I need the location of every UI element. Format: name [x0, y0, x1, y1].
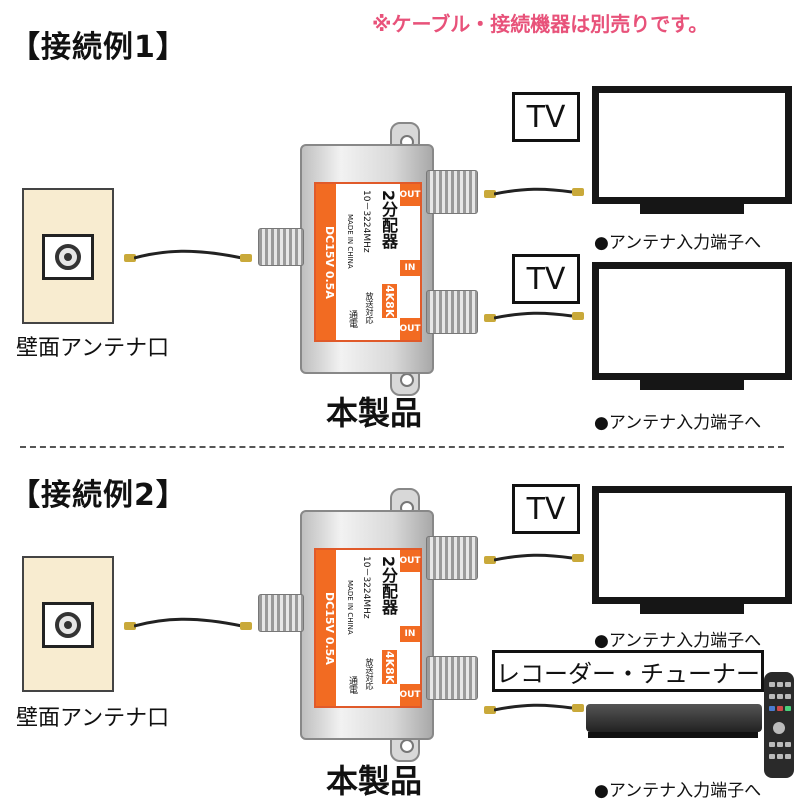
- antenna-input-caption: ●アンテナ入力端子へ: [594, 413, 762, 433]
- out-label: OUT: [399, 184, 421, 206]
- antenna-socket-icon: [42, 234, 94, 280]
- cable-plug: [124, 254, 136, 262]
- splitter-name: 2分配器: [379, 190, 398, 250]
- wall-plate: [22, 188, 114, 324]
- recorder-icon: [586, 704, 762, 732]
- device-label-box: TV: [512, 254, 580, 304]
- splitter-icon: DC15V 0.5A OUT OUT IN 2分配器 10－3224MHz MA…: [250, 120, 482, 400]
- section-divider: [20, 446, 784, 448]
- output-port: [426, 656, 478, 700]
- tv-icon: [592, 86, 792, 218]
- disclaimer-note: ※ケーブル・接続機器は別売りです。: [372, 12, 709, 36]
- output-port: [426, 170, 478, 214]
- input-port: [258, 594, 304, 632]
- antenna-input-caption: ●アンテナ入力端子へ: [594, 781, 762, 801]
- cable-plug: [484, 314, 496, 322]
- 4k8k-badge: 4K8K: [382, 284, 397, 319]
- in-label: IN: [400, 260, 420, 276]
- antenna-socket-icon: [42, 602, 94, 648]
- cable-plug: [240, 622, 252, 630]
- device-label-box: TV: [512, 92, 580, 142]
- 4k8k-badge-sub: 放送対応: [365, 658, 374, 690]
- made-in: MADE IN CHINA: [346, 580, 354, 635]
- tv-icon: [592, 486, 792, 618]
- splitter-body: DC15V 0.5A OUT OUT IN 2分配器 10－3224MHz MA…: [300, 510, 434, 740]
- device-label-box: TV: [512, 484, 580, 534]
- cable-plug: [484, 706, 496, 714]
- 4k8k-badge-sub: 放送対応: [365, 292, 374, 324]
- out-label: OUT: [399, 550, 421, 572]
- power-pass-label: 通電: [347, 676, 357, 694]
- cable-plug: [484, 556, 496, 564]
- frequency-range: 10－3224MHz: [361, 190, 371, 253]
- 4k8k-badge: 4K8K: [382, 650, 397, 685]
- tv-screen: [592, 86, 792, 204]
- dc-rating: DC15V 0.5A: [316, 550, 336, 706]
- cable-plug: [572, 704, 584, 712]
- tv-screen: [592, 262, 792, 380]
- dc-rating: DC15V 0.5A: [316, 184, 336, 340]
- coax-cable-icon: [494, 553, 573, 562]
- splitter-face: DC15V 0.5A OUT OUT IN 2分配器 10－3224MHz MA…: [314, 182, 422, 342]
- wall-antenna-label: 壁面アンテナ口: [16, 706, 170, 731]
- in-label: IN: [400, 626, 420, 642]
- tv-screen: [592, 486, 792, 604]
- cable-plug: [240, 254, 252, 262]
- splitter-face: DC15V 0.5A OUT OUT IN 2分配器 10－3224MHz MA…: [314, 548, 422, 708]
- recorder-base: [588, 732, 758, 738]
- splitter-name: 2分配器: [379, 556, 398, 616]
- tv-stand: [640, 204, 744, 214]
- example-1-title: 【接続例1】: [10, 30, 187, 65]
- frequency-range: 10－3224MHz: [361, 556, 371, 619]
- cable-plug: [572, 312, 584, 320]
- output-port: [426, 536, 478, 580]
- example-2-title: 【接続例2】: [10, 478, 187, 513]
- cable-plug: [572, 188, 584, 196]
- antenna-input-caption: ●アンテナ入力端子へ: [594, 233, 762, 253]
- tv-stand: [640, 604, 744, 614]
- product-label: 本製品: [326, 762, 423, 800]
- tv-stand: [640, 380, 744, 390]
- splitter-icon: DC15V 0.5A OUT OUT IN 2分配器 10－3224MHz MA…: [250, 486, 482, 766]
- wall-antenna-label: 壁面アンテナ口: [16, 336, 170, 361]
- coax-cable-icon: [494, 311, 573, 320]
- product-label: 本製品: [326, 394, 423, 432]
- cable-plug: [124, 622, 136, 630]
- device-label-box: レコーダー・チューナー: [492, 650, 764, 692]
- out-label: OUT: [399, 684, 421, 706]
- coax-cable-icon: [494, 703, 573, 712]
- cable-plug: [572, 554, 584, 562]
- power-pass-label: 通電: [347, 310, 357, 328]
- splitter-body: DC15V 0.5A OUT OUT IN 2分配器 10－3224MHz MA…: [300, 144, 434, 374]
- output-port: [426, 290, 478, 334]
- remote-icon: [764, 672, 794, 778]
- coax-cable-icon: [494, 187, 573, 196]
- tv-icon: [592, 262, 792, 394]
- made-in: MADE IN CHINA: [346, 214, 354, 269]
- out-label: OUT: [399, 318, 421, 340]
- input-port: [258, 228, 304, 266]
- coax-cable-icon: [134, 249, 243, 260]
- antenna-input-caption: ●アンテナ入力端子へ: [594, 631, 762, 651]
- cable-plug: [484, 190, 496, 198]
- wall-plate: [22, 556, 114, 692]
- coax-cable-icon: [134, 617, 243, 628]
